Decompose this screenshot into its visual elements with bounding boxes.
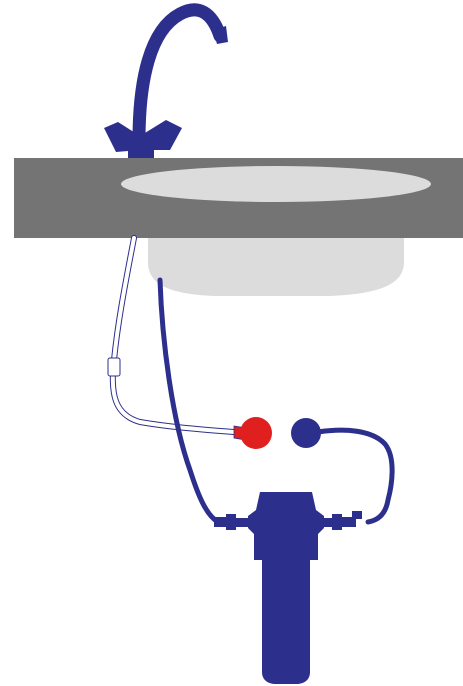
filter-inlet-tube (315, 427, 395, 525)
filter-bowl (262, 560, 310, 684)
filter-cartridge-icon (248, 492, 324, 684)
valve-icon (233, 417, 272, 449)
cold-water-valve (291, 418, 321, 448)
hose-coupling (107, 357, 121, 377)
faucet-spout (132, 3, 227, 147)
sink-basin-icon (148, 232, 404, 296)
filter-right-fittings (318, 511, 362, 530)
filter-cap (248, 492, 324, 560)
filter-left-fittings (214, 514, 250, 530)
filter-outlet-tube (157, 277, 221, 525)
faucet-spout-tip (213, 26, 228, 44)
hot-water-valve (240, 417, 272, 449)
hose-icon (107, 235, 247, 436)
faucet-icon (104, 3, 228, 166)
sink-rim (121, 166, 431, 202)
